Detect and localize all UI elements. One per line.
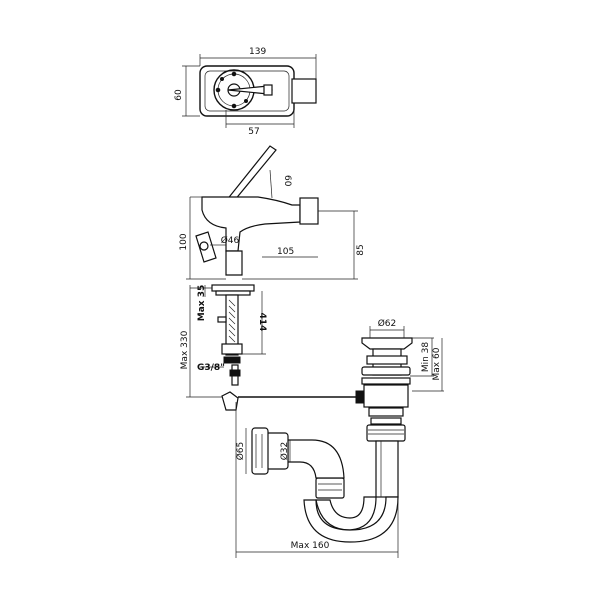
- dim-plug-min: Min 38: [421, 342, 431, 373]
- dim-top-offset: 57: [248, 127, 259, 137]
- top-view: [182, 54, 317, 128]
- dim-plug-max: Max 60: [432, 347, 442, 380]
- dim-top-height: 60: [174, 89, 184, 101]
- dim-trap-max: Max 160: [291, 541, 330, 551]
- mixer-side-view: [186, 145, 360, 411]
- waste-trap-view: [235, 326, 444, 558]
- dim-thread: G3/8": [197, 363, 225, 373]
- dim-outlet-height: 85: [356, 244, 366, 255]
- dim-max-total: Max 330: [180, 330, 190, 369]
- dim-body-height: 100: [179, 233, 189, 250]
- dim-outlet-reach: 105: [277, 247, 294, 257]
- dim-max-deck: Max 35: [197, 285, 207, 322]
- dim-trap-flange: Ø65: [235, 442, 246, 461]
- dim-trap-pipe: Ø32: [279, 442, 290, 461]
- dim-top-width: 139: [249, 47, 266, 57]
- dim-spout-reach: 60: [282, 175, 292, 187]
- dim-plug-diameter: Ø62: [378, 318, 397, 329]
- dim-shank-length: 414: [257, 313, 267, 332]
- dim-outlet-diameter: Ø46: [221, 235, 240, 246]
